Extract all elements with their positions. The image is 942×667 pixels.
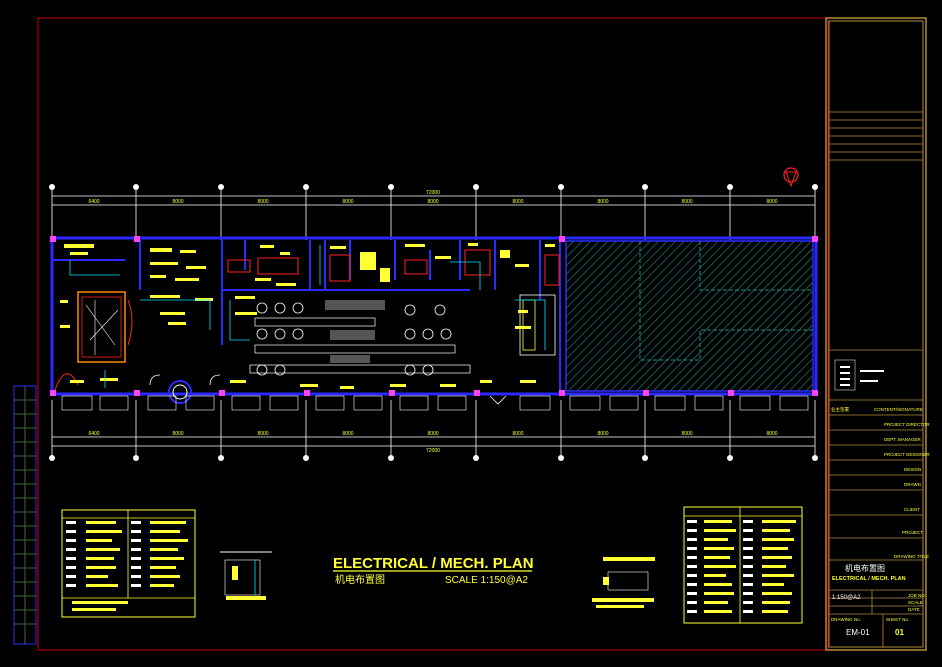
overall-dim-bottom: 72000: [426, 448, 440, 454]
plan-title-block: ELECTRICAL / MECH. PLAN 机电布置图 SCALE 1:15…: [333, 555, 534, 586]
detail-left: [220, 551, 272, 600]
tb-design: DESIGN: [904, 467, 921, 472]
tb-sheet-no: 01: [895, 628, 904, 637]
tb-project-director: PROJECT DIRECTOR: [884, 422, 930, 427]
tb-project: PROJECT: [902, 530, 923, 535]
dim-bottom-1: 6400: [88, 431, 99, 437]
dim-top-1: 6400: [88, 199, 99, 205]
top-dimensions: [51, 190, 816, 240]
north-arrow-icon: [783, 167, 799, 188]
plan-subtitle-cn: 机电布置图: [335, 573, 385, 586]
dim-top-7: 8000: [597, 199, 608, 205]
dim-bottom-6: 8000: [512, 431, 523, 437]
tb-owner-signature: CONTENT/SIGNATURE: [874, 407, 923, 412]
tb-scale: 1:150@A2: [832, 595, 861, 601]
drawing-border: [37, 17, 829, 651]
dim-bottom-9: 8000: [766, 431, 777, 437]
dim-bottom-3: 8000: [257, 431, 268, 437]
overall-dim-top: 72000: [426, 190, 440, 196]
tb-drawing-title-label: DRAWING TITLE: [894, 554, 929, 559]
tb-drawing-no-label: DRAWING No.: [831, 617, 861, 622]
dim-bottom-4: 8000: [342, 431, 353, 437]
tb-dept-manager: DEPT. MANAGER: [884, 437, 922, 442]
dim-bottom-2: 8000: [172, 431, 183, 437]
dim-top-9: 8000: [766, 199, 777, 205]
left-legend-strip: [13, 385, 37, 645]
detail-right: [592, 557, 655, 608]
tb-sheet-label: SHEET No.: [886, 617, 909, 622]
floor-plan: [50, 236, 818, 411]
tb-date-label: DATE: [908, 607, 920, 612]
dim-bottom-8: 8000: [681, 431, 692, 437]
dim-top-3: 8000: [257, 199, 268, 205]
tb-drawn: DRAWN: [904, 482, 921, 487]
dim-bottom-5: 8000: [427, 431, 438, 437]
legend-table-left: [61, 509, 196, 618]
tb-project-designer: PROJECT DESIGNER: [884, 452, 930, 457]
bottom-dimensions: [51, 400, 816, 455]
dim-top-2: 8000: [172, 199, 183, 205]
dim-top-8: 8000: [681, 199, 692, 205]
tb-drawing-no: EM-01: [846, 628, 870, 637]
tb-owner: 业主签署: [831, 406, 849, 413]
titleblock-border: [825, 17, 927, 651]
tb-job-no-label: JOB NO: [908, 593, 925, 598]
dim-top-6: 8000: [512, 199, 523, 205]
tb-client: CLIENT: [904, 507, 920, 512]
dim-bottom-7: 8000: [597, 431, 608, 437]
dim-top-4: 8000: [342, 199, 353, 205]
plan-scale: SCALE 1:150@A2: [445, 575, 528, 586]
tb-drawing-title-cn: 机电布置图: [845, 563, 885, 573]
titleblock: [829, 111, 923, 647]
hatched-zone: [565, 240, 814, 392]
plan-title: ELECTRICAL / MECH. PLAN: [333, 555, 534, 572]
legend-table-right: [683, 506, 803, 624]
tb-scale-label: SCALE: [908, 600, 923, 605]
tb-drawing-title-en: ELECTRICAL / MECH. PLAN: [832, 576, 906, 582]
dim-top-5: 8000: [427, 199, 438, 205]
